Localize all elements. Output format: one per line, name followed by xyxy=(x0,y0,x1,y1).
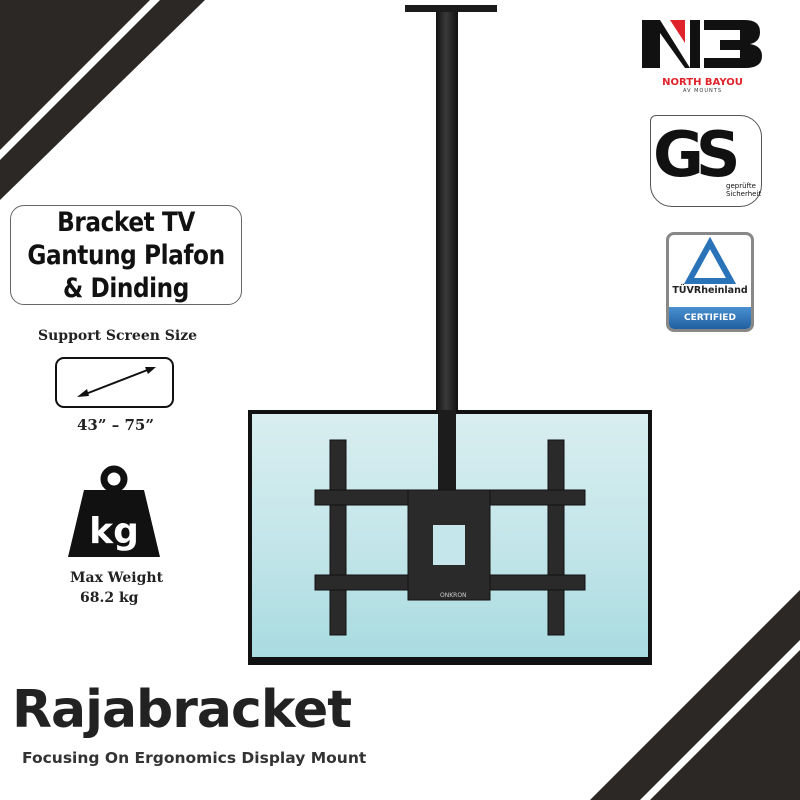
gs-text-1: geprüfte xyxy=(726,182,756,190)
title-line-1: Bracket TV xyxy=(57,207,195,238)
diagonal-arrow-icon xyxy=(55,357,174,408)
north-bayou-sub: AV MOUNTS xyxy=(683,88,722,94)
ceiling-pole xyxy=(436,12,458,412)
bottom-right-corner-shape xyxy=(590,590,800,800)
pole-lower xyxy=(438,410,456,490)
corner-stripe xyxy=(0,0,160,160)
top-left-corner-shape xyxy=(0,0,205,200)
brand-tagline: Focusing On Ergonomics Display Mount xyxy=(22,749,367,767)
kg-text: kg xyxy=(89,511,139,552)
brand-name: Rajabracket xyxy=(12,680,352,740)
ceiling-plate xyxy=(405,5,497,12)
corner-stripe xyxy=(640,640,800,800)
max-weight-label: Max Weight xyxy=(70,570,164,586)
tuv-certified-badge: CERTIFIED xyxy=(669,307,751,329)
north-bayou-name: NORTH BAYOU xyxy=(662,77,743,88)
north-bayou-logo: NORTH BAYOU AV MOUNTS xyxy=(640,18,765,100)
bracket-brand-logo: ONKRON xyxy=(440,592,467,599)
title-line-2: Gantung Plafon xyxy=(27,240,225,271)
gs-logo: GS geprüfte Sicherheit xyxy=(650,115,762,207)
title-line-3: & Dinding xyxy=(63,273,189,304)
product-title-box: Bracket TV Gantung Plafon & Dinding xyxy=(10,205,242,305)
screen-size-value: 43” – 75” xyxy=(77,416,154,434)
gs-mark: GS xyxy=(653,118,741,191)
gs-text: geprüfte Sicherheit xyxy=(726,182,761,198)
tv-bracket: ONKRON xyxy=(314,439,586,636)
gs-text-2: Sicherheit xyxy=(726,190,762,198)
tuv-name: TÜVRheinland xyxy=(672,285,748,296)
max-weight-value: 68.2 kg xyxy=(80,590,139,606)
weight-kg-icon: kg xyxy=(68,465,160,557)
tuv-logo: TÜVRheinland CERTIFIED xyxy=(666,232,754,332)
screen-size-label: Support Screen Size xyxy=(38,328,198,344)
